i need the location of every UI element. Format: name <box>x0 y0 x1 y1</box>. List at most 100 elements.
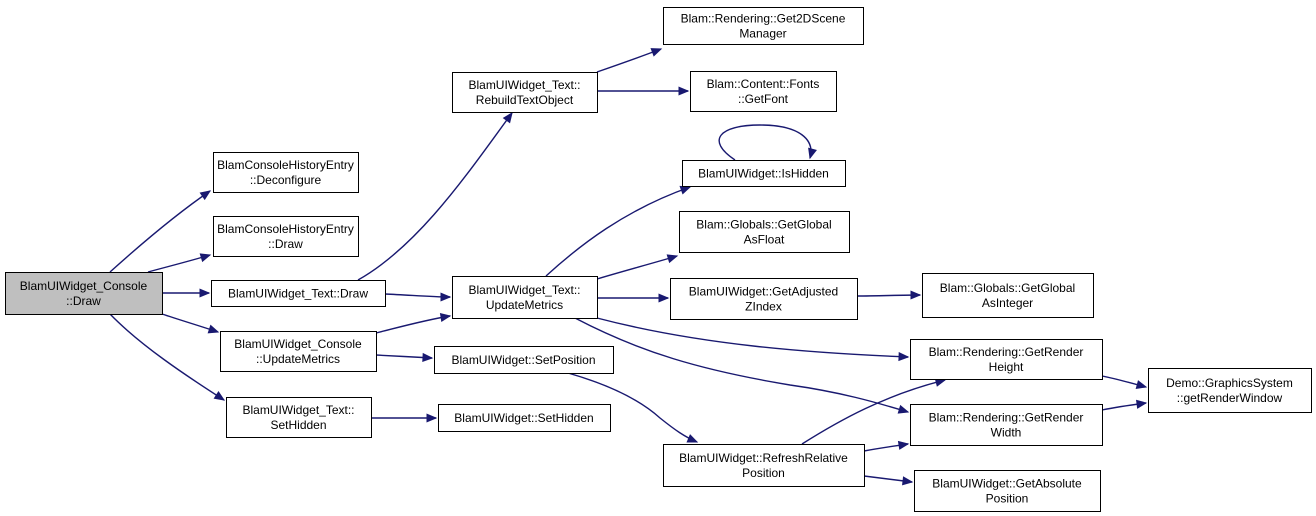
node-layer: BlamUIWidget_Console::Draw BlamConsoleHis… <box>5 7 1312 512</box>
node-label-line: Blam::Rendering::GetRender <box>929 411 1084 425</box>
arrowhead <box>898 352 910 362</box>
node-label-line: Blam::Content::Fonts <box>707 77 820 91</box>
node-label-line: BlamConsoleHistoryEntry <box>217 222 354 236</box>
node-box <box>679 211 850 253</box>
edge-getrenderwidth-to-getrenderwindow <box>1101 399 1148 411</box>
edge-widget-refreshrelativeposition-to-getrenderwidth <box>863 440 910 452</box>
node-console-draw[interactable]: BlamUIWidget_Console::Draw <box>5 272 163 315</box>
edge-console-draw-to-text-sethidden <box>109 313 226 401</box>
node-box <box>213 152 359 193</box>
node-label-line: Height <box>989 360 1024 374</box>
node-label-line: BlamUIWidget::GetAdjusted <box>689 285 838 299</box>
edge-getrenderheight-to-getrenderwindow <box>1101 375 1148 390</box>
node-label-line: BlamUIWidget_Text:: <box>242 403 354 417</box>
node-label-line: Blam::Globals::GetGlobal <box>696 218 831 232</box>
node-history-draw[interactable]: BlamConsoleHistoryEntry::Draw <box>213 216 359 257</box>
node-widget-sethidden[interactable]: BlamUIWidget::SetHidden <box>438 404 611 432</box>
node-box <box>434 346 614 374</box>
node-box <box>682 160 846 187</box>
node-box <box>910 404 1103 446</box>
node-fonts-getfont[interactable]: Blam::Content::Fonts::GetFont <box>690 71 837 112</box>
node-box <box>5 272 163 315</box>
node-box <box>910 339 1103 380</box>
edge-console-draw-to-history-deconfigure <box>109 190 212 273</box>
edge-text-updatemetrics-to-getrenderwidth <box>574 317 910 414</box>
node-history-deconfigure[interactable]: BlamConsoleHistoryEntry::Deconfigure <box>213 152 359 193</box>
arrowhead <box>686 434 699 443</box>
edge-text-updatemetrics-to-getrenderheight <box>596 317 910 362</box>
arrowhead <box>439 313 452 323</box>
node-widget-ishidden[interactable]: BlamUIWidget::IsHidden <box>682 160 846 187</box>
node-label-line: RebuildTextObject <box>476 93 574 107</box>
arrowhead <box>897 440 910 450</box>
node-text-rebuildtextobject[interactable]: BlamUIWidget_Text::RebuildTextObject <box>452 72 598 113</box>
node-box <box>220 331 377 372</box>
arrowhead <box>422 352 434 363</box>
arrowhead <box>440 292 452 302</box>
node-text-updatemetrics[interactable]: BlamUIWidget_Text::UpdateMetrics <box>452 276 598 319</box>
node-label-line: BlamUIWidget_Text::Draw <box>228 287 368 301</box>
edge-text-rebuildtextobject-to-fonts-getfont <box>597 86 690 96</box>
edge-console-draw-to-console-updatemetrics <box>161 313 220 334</box>
edge-text-updatemetrics-to-widget-getadjustedzindex <box>597 293 670 303</box>
arrowhead <box>902 476 914 486</box>
node-label-line: BlamUIWidget::GetAbsolute <box>932 477 1082 491</box>
node-label-line: ::Draw <box>66 294 101 308</box>
node-box <box>914 470 1101 512</box>
edge-console-updatemetrics-to-text-updatemetrics <box>375 313 452 334</box>
node-label-line: Blam::Globals::GetGlobal <box>940 281 1075 295</box>
node-box <box>226 397 372 438</box>
node-box <box>670 278 858 320</box>
node-text-draw[interactable]: BlamUIWidget_Text::Draw <box>211 280 386 307</box>
node-widget-setposition[interactable]: BlamUIWidget::SetPosition <box>434 346 614 374</box>
node-console-updatemetrics[interactable]: BlamUIWidget_Console::UpdateMetrics <box>220 331 377 372</box>
arrowhead <box>199 190 212 201</box>
node-label-line: BlamUIWidget::IsHidden <box>698 167 829 181</box>
arrowhead <box>666 254 679 264</box>
node-box <box>452 72 598 113</box>
node-box <box>1148 368 1312 413</box>
node-box <box>663 444 865 487</box>
node-label-line: Position <box>742 466 785 480</box>
node-label-line: ::UpdateMetrics <box>256 352 340 366</box>
arrowhead <box>658 293 670 303</box>
node-text-sethidden[interactable]: BlamUIWidget_Text::SetHidden <box>226 397 372 438</box>
node-label-line: Blam::Rendering::Get2DScene <box>681 12 846 26</box>
node-label-line: ZIndex <box>745 300 782 314</box>
node-label-line: UpdateMetrics <box>486 298 563 312</box>
arrowhead <box>1135 380 1148 390</box>
arrowhead <box>897 404 910 414</box>
node-box <box>438 404 611 432</box>
node-label-line: BlamUIWidget::RefreshRelative <box>679 451 848 465</box>
node-label-line: BlamUIWidget_Text:: <box>468 78 580 92</box>
edge-text-draw-to-text-rebuildtextobject <box>357 111 513 281</box>
edge-console-updatemetrics-to-widget-setposition <box>375 352 434 363</box>
node-getrenderwindow[interactable]: Demo::GraphicsSystem::getRenderWindow <box>1148 368 1312 413</box>
node-label-line: BlamConsoleHistoryEntry <box>217 158 354 172</box>
node-label-line: BlamUIWidget_Console <box>20 279 148 293</box>
edge-widget-setposition-to-widget-refreshrelativeposition <box>567 372 699 443</box>
node-box <box>690 71 837 112</box>
node-box <box>922 273 1094 318</box>
node-label-line: BlamUIWidget::SetPosition <box>451 353 595 367</box>
edge-console-draw-to-text-draw <box>162 288 211 298</box>
node-label-line: AsInteger <box>982 296 1033 310</box>
edge-text-draw-to-text-updatemetrics <box>384 292 452 302</box>
edge-widget-ishidden-to-widget-ishidden <box>718 124 817 161</box>
node-box <box>211 280 386 307</box>
node-box <box>663 7 864 45</box>
arrowhead <box>650 48 663 57</box>
arrowhead <box>213 390 226 401</box>
node-label-line: SetHidden <box>270 418 326 432</box>
arrowhead <box>502 111 513 124</box>
node-label-line: BlamUIWidget::SetHidden <box>454 411 593 425</box>
